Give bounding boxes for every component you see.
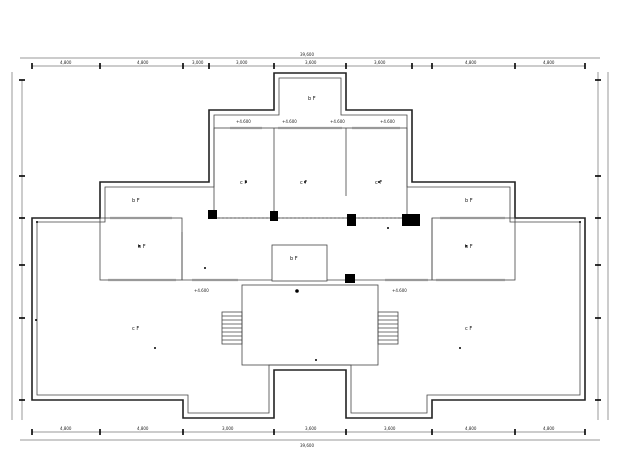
note-4: +4.600 — [380, 119, 395, 124]
dim-top-4: 3,000 — [236, 60, 248, 65]
room-label-center-stage: b F — [290, 256, 298, 262]
windows — [108, 126, 505, 282]
room-label-top-center: b F — [308, 96, 316, 102]
right-stair — [377, 311, 399, 345]
markers — [35, 181, 581, 361]
room-label-left-room: b F — [138, 244, 146, 250]
room-label-right-room: b F — [465, 244, 473, 250]
dim-top-5: 3,600 — [305, 60, 317, 65]
room-label-right-wing-top: b F — [465, 198, 473, 204]
dim-bottom-7: 4,800 — [543, 426, 555, 431]
dim-bottom-2: 4,800 — [137, 426, 149, 431]
inner-walls — [99, 127, 516, 366]
dim-top-7: 4,800 — [465, 60, 477, 65]
room-label-left-wing-top: b F — [132, 198, 140, 204]
dim-bottom-4: 3,600 — [305, 426, 317, 431]
bottom-dimension-lines: 4,800 4,800 3,000 3,600 3,600 4,800 4,80… — [20, 426, 600, 448]
room-label-row-a: c F — [240, 180, 247, 186]
dim-top-6: 3,600 — [374, 60, 386, 65]
dim-bottom-6: 4,800 — [465, 426, 477, 431]
side-dimension-lines — [11, 72, 609, 420]
dim-top-1: 4,800 — [60, 60, 72, 65]
elevation-notes: +4.600 +4.600 +4.600 +4.600 +4.600 +4.60… — [194, 119, 407, 293]
note-3: +4.600 — [330, 119, 345, 124]
outer-walls — [31, 72, 586, 419]
note-2: +4.600 — [282, 119, 297, 124]
left-stair — [221, 311, 243, 345]
total-bottom-dim: 39,600 — [300, 443, 314, 448]
room-labels: b F c F c F c F b F b F b F b F c F c F … — [132, 96, 473, 332]
room-label-row-b: c F — [300, 180, 307, 186]
dim-top-2: 4,800 — [137, 60, 149, 65]
dim-top-3: 3,000 — [192, 60, 204, 65]
columns — [208, 210, 420, 283]
total-top-dim: 39,600 — [300, 52, 314, 57]
dim-bottom-1: 4,800 — [60, 426, 72, 431]
top-dimension-lines: 39,600 4,800 4,800 3,000 3,000 3,600 3,6… — [20, 52, 600, 69]
room-label-row-c: c F — [375, 180, 382, 186]
dim-bottom-3: 3,000 — [222, 426, 234, 431]
note-1: +4.600 — [236, 119, 251, 124]
note-6: +4.600 — [392, 288, 407, 293]
dim-bottom-5: 3,600 — [384, 426, 396, 431]
note-5: +4.600 — [194, 288, 209, 293]
dim-top-8: 4,800 — [543, 60, 555, 65]
room-label-lower-left: c F — [132, 326, 139, 332]
room-label-lower-right: c F — [465, 326, 472, 332]
